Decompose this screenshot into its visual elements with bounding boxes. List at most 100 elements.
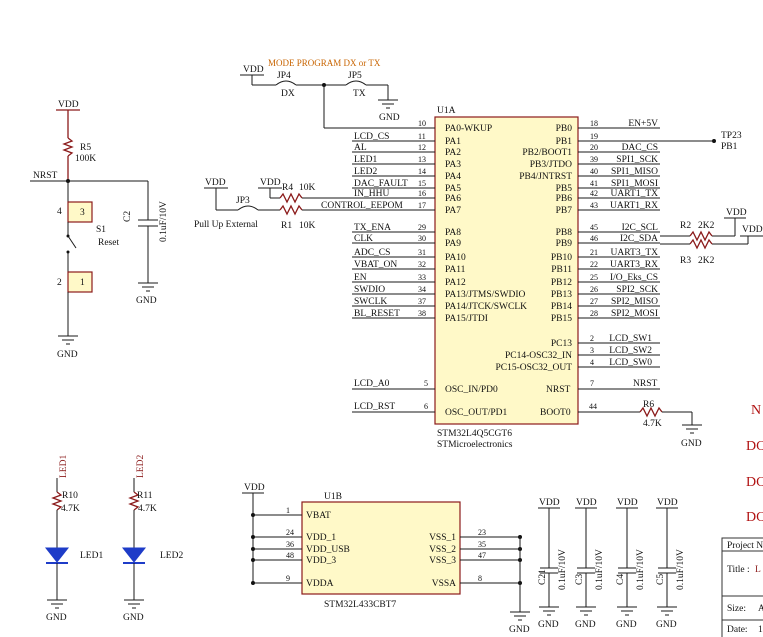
u1a-right-pin-name: PB14 <box>551 302 572 312</box>
u1a-left-net-label: ADC_CS <box>354 248 390 258</box>
gnd-label-u1b: GND <box>509 625 530 635</box>
u1a-right-pin-num: 41 <box>590 179 598 188</box>
u1a-left-pin-name: PA15/JTDI <box>445 314 488 324</box>
u1a-right-pin-name: PB10 <box>551 253 572 263</box>
u1a-left-pin-name: PA3 <box>445 160 461 170</box>
c2-value: 0.1uF/10V <box>159 201 169 242</box>
decap-ref: C3 <box>575 574 585 585</box>
u1b-left-pin-name: VDD_USB <box>306 545 350 555</box>
r6-value: 4.7K <box>643 419 662 429</box>
decap-value: 0.1uF/10V <box>595 549 605 590</box>
u1a-right-net-label: SPI2_SCK <box>616 285 658 295</box>
u1a-left-net-label: EN <box>354 273 367 283</box>
jp5-ref: JP5 <box>348 71 362 81</box>
u1b-right-pin-num: 23 <box>478 528 486 537</box>
u1b-right-pin-num: 47 <box>478 551 486 560</box>
boot0-pin-num: 44 <box>589 402 597 411</box>
u1a-right-net-label: SPI1_SCK <box>616 155 658 165</box>
u1a-pc-pin-num: 2 <box>590 334 594 343</box>
s1-pin4: 4 <box>57 207 62 217</box>
decap-gnd-label: GND <box>575 620 596 630</box>
u1a-right-pin-name: PB0 <box>556 124 573 134</box>
u1a-right-pin-num: 20 <box>590 143 598 152</box>
s1-pin2: 2 <box>57 278 62 288</box>
u1a-left-pin-name: PA11 <box>445 265 466 275</box>
u1a-right-net-label: I/O_Eks_CS <box>610 273 658 283</box>
u1a-left-net-label: VBAT_ON <box>354 260 397 270</box>
vdd-label-u1b: VDD <box>244 483 265 493</box>
u1b-left-pin-num: 48 <box>286 551 294 560</box>
reset-circuit: VDD R5 100K NRST C2 0.1uF/10V GND 3 4 S1… <box>30 100 169 360</box>
u1a-left-net-label: BL_RESET <box>354 309 400 319</box>
boot0-pin-name: BOOT0 <box>540 408 571 418</box>
gnd-label-jp: GND <box>379 113 400 123</box>
u1a-right-net-label: SPI2_MISO <box>611 297 658 307</box>
u1a-left-net-label: IN_HHU <box>354 189 389 199</box>
r11-ref: R11 <box>137 491 153 501</box>
tp23-net: PB1 <box>721 142 738 152</box>
u1a-left-pin-num: 14 <box>418 167 426 176</box>
u1a-right-pin-num: 46 <box>590 234 598 243</box>
u1b-right-pin-name: VSS_2 <box>429 545 456 555</box>
tp23-testpoint: TP23 PB1 <box>598 131 742 152</box>
u1a-ref: U1A <box>437 106 456 116</box>
jp4-label: DX <box>281 89 295 99</box>
u1a-left-pin-num: 34 <box>418 285 426 294</box>
u1a-left-pin-num: 13 <box>418 155 426 164</box>
u1a-left-pins: 10PA0-WKUP11PA1LCD_CS12PA2AL13PA3LED114P… <box>352 119 527 324</box>
u1a-left-pin-num: 32 <box>418 260 426 269</box>
jp5-label: TX <box>353 89 366 99</box>
u1a-left-net-label: LCD_CS <box>354 132 389 142</box>
nrst-net: NRST <box>633 379 657 389</box>
u1b-left-pin-name: VDDA <box>306 579 334 589</box>
side-note-3: DC <box>746 475 763 490</box>
u1b-left-junction <box>251 581 255 585</box>
u1a-left-net-label: TX_ENA <box>354 223 391 233</box>
led2-ref: LED2 <box>160 551 183 561</box>
u1a-left-pin-name: PA12 <box>445 278 466 288</box>
u1a-left-pin-num: 16 <box>418 189 426 198</box>
u1a-right-net-label: UART1_TX <box>611 189 659 199</box>
u1a-left-pin-num: 31 <box>418 248 426 257</box>
side-note-2: DC <box>746 439 763 454</box>
u1b-right-pin-num: 35 <box>478 540 486 549</box>
u1a-right-net-label: DAC_CS <box>622 143 658 153</box>
r10-ref: R10 <box>62 491 78 501</box>
u1b-left-junction <box>251 547 255 551</box>
r2-value: 2K2 <box>698 221 715 231</box>
u1b-right-pin-name: VSS_3 <box>429 556 456 566</box>
u1a-right-pin-name: PB11 <box>551 265 572 275</box>
decap-gnd-label: GND <box>656 620 677 630</box>
u1a-left-net-label: LED2 <box>354 167 377 177</box>
u1a-left-pin-name: PA5 <box>445 184 461 194</box>
title-block-size: Size: <box>727 604 746 614</box>
u1a-right-pin-num: 27 <box>590 297 598 306</box>
vdd-label-r3: VDD <box>742 225 763 235</box>
u1a-left-pin-num: 11 <box>418 132 426 141</box>
vdd-label-jp3: VDD <box>205 178 226 188</box>
u1a-right-pin-name: PB7 <box>556 206 573 216</box>
decap-ref: C5 <box>656 574 666 585</box>
u1b-left-pin-num: 24 <box>286 528 294 537</box>
decap-vdd-label: VDD <box>576 498 597 508</box>
u1b-left-pin-num: 36 <box>286 540 294 549</box>
nrst-pin-name: NRST <box>546 385 570 395</box>
u1a-right-pin-num: 19 <box>590 132 598 141</box>
vdd-label-jp: VDD <box>243 65 264 75</box>
u1a-pc-pin-num: 3 <box>590 346 594 355</box>
osc-in-pin-name: OSC_IN/PD0 <box>445 385 498 395</box>
u1b-left-pin-name: VBAT <box>306 511 331 521</box>
pullup-block: VDD JP3 Pull Up External R1 10K CONTROL_… <box>194 178 415 231</box>
r5-ref: R5 <box>80 143 91 153</box>
u1a-pc-pin-name: PC14-OSC32_IN <box>505 351 572 361</box>
osc-in-net: LCD_A0 <box>354 379 390 389</box>
u1a-left-pin-num: 29 <box>418 223 426 232</box>
u1a-right-pin-num: 43 <box>590 201 598 210</box>
side-note-4: DC <box>746 510 763 525</box>
r3-value: 2K2 <box>698 256 715 266</box>
led1-branch: LED1 R10 4.7K LED1 GND <box>44 455 103 623</box>
u1b-left-pin-name: VDD_1 <box>306 533 336 543</box>
r4-value: 10K <box>299 183 316 193</box>
u1a-maker: STMicroelectronics <box>437 440 513 450</box>
